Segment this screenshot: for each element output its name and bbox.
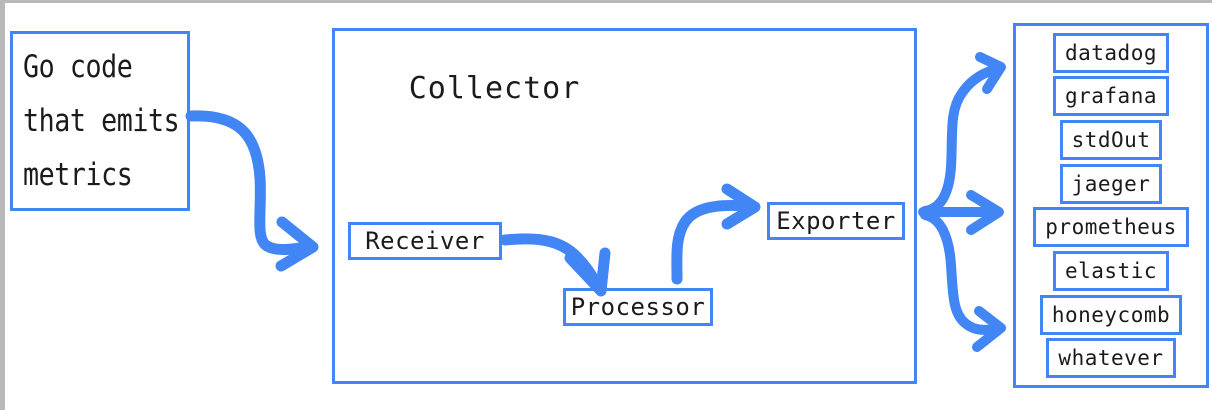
backend-label: prometheus [1045, 215, 1177, 240]
receiver-label: Receiver [365, 227, 485, 255]
backend-label: datadog [1064, 40, 1157, 65]
backend-item: jaeger [1059, 163, 1163, 204]
exporter-box: Exporter [767, 202, 905, 240]
backend-label: whatever [1058, 346, 1164, 371]
source-code-label: Go code that emits metrics [23, 49, 180, 193]
backend-item: datadog [1052, 32, 1169, 73]
receiver-box: Receiver [348, 222, 502, 260]
backend-item: elastic [1052, 250, 1169, 291]
backend-item: grafana [1052, 76, 1169, 117]
processor-label: Processor [570, 293, 706, 321]
backend-item: honeycomb [1039, 294, 1183, 335]
backend-label: jaeger [1071, 171, 1151, 196]
backends-list: datadog grafana stdOut jaeger prometheus… [1013, 23, 1209, 388]
arrow-exporter-to-backends-up [920, 52, 1006, 216]
backend-label: elastic [1064, 258, 1157, 283]
backend-item: stdOut [1059, 119, 1163, 160]
backend-label: honeycomb [1051, 302, 1171, 327]
backend-item: whatever [1046, 338, 1176, 379]
arrow-exporter-to-backends-straight [918, 190, 1004, 235]
backend-label: stdOut [1071, 127, 1151, 152]
backend-label: grafana [1064, 84, 1157, 109]
processor-box: Processor [563, 288, 713, 326]
arrow-source-to-receiver [185, 110, 319, 272]
backend-item: prometheus [1033, 207, 1189, 248]
collector-title: Collector [408, 71, 581, 106]
arrow-exporter-to-backends-down [920, 210, 1006, 352]
exporter-label: Exporter [776, 207, 896, 235]
source-code-box: Go code that emits metrics [10, 31, 190, 211]
